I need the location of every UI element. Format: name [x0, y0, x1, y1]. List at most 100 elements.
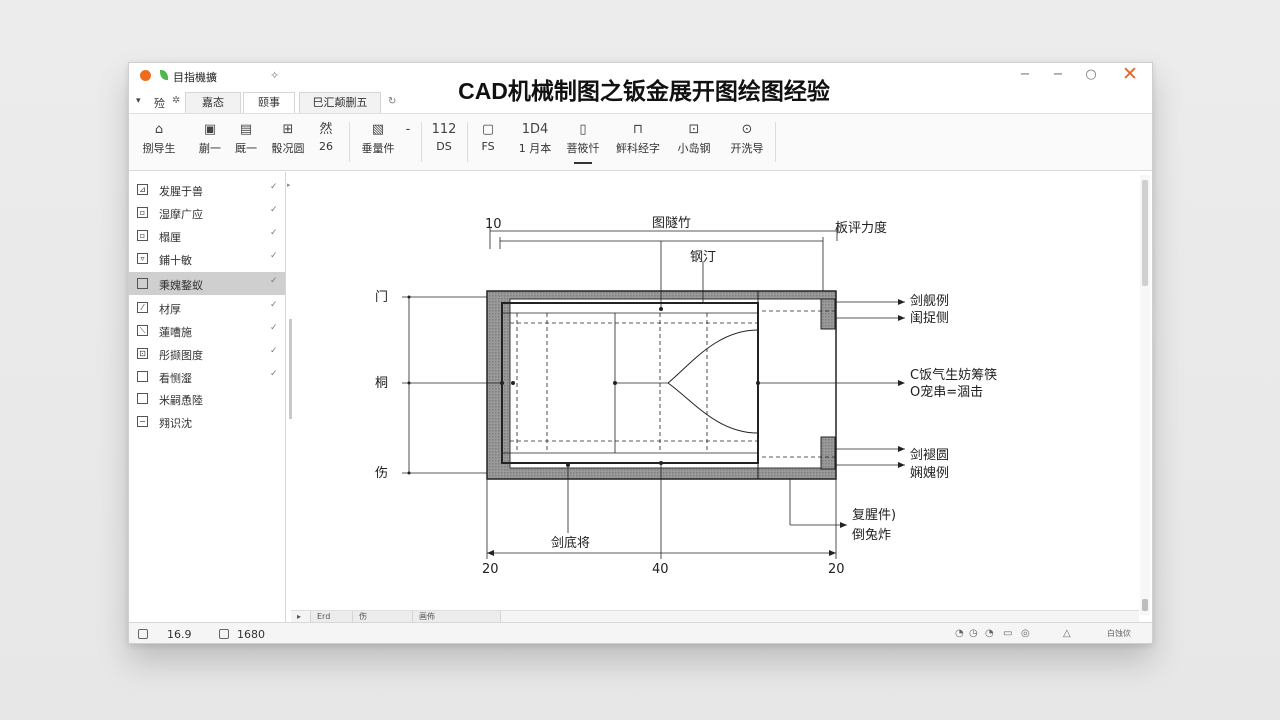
sidebar-item-label: 彤撷图度 — [159, 349, 203, 362]
ribbon-btn-1[interactable]: ▣蒯一 — [193, 121, 227, 156]
pin-icon[interactable]: ✧ — [270, 69, 280, 82]
sidebar-item-10[interactable]: −翙识沈 — [129, 410, 285, 433]
ribbon-btn-0[interactable]: ⌂捌导生 — [139, 121, 179, 156]
flange-bottom — [820, 436, 836, 470]
box-icon: ▫ — [137, 207, 148, 218]
box-icon: ▫ — [137, 230, 148, 241]
status-icon-1[interactable]: ◔ — [955, 628, 964, 639]
sidebar-item-3[interactable]: ▿鋪十敏✓ — [129, 247, 285, 270]
checkbox-icon — [137, 371, 148, 382]
label-top-center: 图隧竹 — [652, 215, 691, 231]
chevron-down-icon[interactable]: ✓ — [270, 346, 278, 356]
chevron-down-icon[interactable]: ✓ — [270, 228, 278, 238]
sidebar-item-label: 湿摩广应 — [159, 208, 203, 221]
tab-3[interactable]: 巳汇颠删五 — [299, 92, 381, 113]
close-button[interactable]: ✕ — [1122, 63, 1138, 85]
chevron-down-icon[interactable]: ✓ — [270, 369, 278, 379]
maximize-button[interactable]: ○ — [1085, 67, 1097, 82]
sidebar-item-label: 榻厘 — [159, 231, 181, 244]
ribbon-btn-8[interactable]: ▢FS — [475, 121, 501, 153]
status-icon-4[interactable]: ▭ — [1003, 628, 1013, 639]
grid-icon: ⊞ — [282, 122, 294, 137]
gear-icon[interactable]: ✲ — [172, 95, 181, 106]
ribbon-btn-11[interactable]: ⊓鲆科经字 — [613, 121, 663, 156]
flange-top — [820, 298, 836, 330]
sidebar-item-label: 秉媿鍪蚁 — [159, 279, 203, 292]
label-bottom: 剑底将 — [551, 535, 590, 551]
sheet-tab-1[interactable]: Erd — [311, 611, 353, 622]
tab-arrow-icon[interactable]: ▸ — [291, 611, 311, 622]
tool-icon: ⊡ — [688, 122, 700, 137]
sidebar-item-label: 材厚 — [159, 303, 181, 316]
sidebar-item-4[interactable]: 秉媿鍪蚁 ✓ — [129, 272, 285, 295]
drawing-canvas[interactable]: 10 图隧竹 板评力度 钢汀 门 桐 伤 剑舰例 闺捉侧 C饭气生妨筹筷 O宠串… — [297, 175, 1139, 615]
ribbon-btn-12[interactable]: ⊡小岛钢 — [673, 121, 715, 156]
ribbon-btn-13[interactable]: ⊙开洗导 — [725, 121, 769, 156]
ribbon-btn-2[interactable]: ▤厩一 — [229, 121, 263, 156]
sidebar-scrollbar[interactable] — [289, 319, 292, 419]
scroll-thumb-bottom[interactable] — [1142, 599, 1148, 611]
scroll-thumb[interactable] — [1142, 180, 1148, 286]
cloud-icon[interactable]: △ — [1063, 628, 1071, 639]
checkbox-icon — [137, 278, 148, 289]
chevron-down-icon[interactable]: ✓ — [270, 251, 278, 261]
status-icon-2[interactable]: ◷ — [969, 628, 978, 639]
sidebar-item-label: 米嗣恿陸 — [159, 394, 203, 407]
ribbon-label: FS — [481, 140, 495, 153]
dim-bottom-2: 40 — [652, 562, 669, 577]
label-right-5: 剑褪圆 — [910, 447, 949, 463]
app-window: 目指機擴 ✧ CAD机械制图之钣金展开图绘图经验 − − ○ ✕ ▾ 殓 ✲ 嘉… — [128, 62, 1153, 644]
refresh-icon[interactable]: ↻ — [388, 96, 397, 107]
sidebar-item-label: 看恻瀣 — [159, 372, 192, 385]
chevron-down-icon[interactable]: ▾ — [136, 96, 141, 106]
sidebar-item-5[interactable]: ⁄材厚✓ — [129, 296, 285, 319]
tab-2[interactable]: 颐事 — [243, 92, 295, 113]
status-icon-3[interactable]: ◔ — [985, 628, 994, 639]
cad-drawing: 10 图隧竹 板评力度 钢汀 门 桐 伤 剑舰例 闺捉侧 C饭气生妨筹筷 O宠串… — [375, 215, 997, 577]
sidebar-item-2[interactable]: ▫ 榻厘 ✓ — [129, 224, 285, 247]
restore-button[interactable]: − — [1052, 67, 1064, 82]
status-bar: 16.9 1680 ◔ ◷ ◔ ▭ ◎ △ 白蚀佽 — [129, 622, 1152, 643]
collapse-arrow-icon[interactable]: ▸ — [287, 181, 291, 189]
sidebar-item-6[interactable]: ⟍蓮嘈施✓ — [129, 319, 285, 342]
frame-icon: ⊡ — [137, 348, 148, 359]
sidebar-item-label: 翙识沈 — [159, 417, 192, 430]
tab-bar: ▾ 殓 ✲ 嘉态 颐事 巳汇颠删五 ↻ — [129, 91, 1152, 113]
image-icon[interactable] — [219, 629, 229, 639]
ribbon-btn-6[interactable]: - — [401, 121, 415, 140]
menu-button[interactable]: 殓 — [154, 97, 165, 110]
app-logo-icon — [140, 70, 151, 81]
sidebar-item-label: 发腥于兽 — [159, 185, 203, 198]
minimize-button[interactable]: − — [1019, 67, 1031, 82]
ribbon-btn-3[interactable]: ⊞骰况圆 — [267, 121, 309, 156]
chevron-down-icon[interactable]: ✓ — [270, 323, 278, 333]
sidebar-item-1[interactable]: ▫ 湿摩广应 ✓ — [129, 201, 285, 224]
sheet-tab-bar: ▸ Erd 伤 画佈 — [291, 610, 1139, 622]
ribbon-btn-10[interactable]: ▯菩筱忏 — [565, 121, 601, 156]
chevron-down-icon[interactable]: ✓ — [270, 205, 278, 215]
ribbon-divider — [421, 122, 422, 162]
chevron-down-icon[interactable]: ✓ — [270, 182, 278, 192]
sidebar-item-8[interactable]: 看恻瀣 ✓ — [129, 365, 285, 388]
target-icon: ⊙ — [741, 122, 753, 137]
sheet-tab-2[interactable]: 伤 — [353, 611, 413, 622]
chat-icon[interactable] — [138, 629, 148, 639]
sidebar-item-0[interactable]: ⊿发腥于兽✓ — [129, 178, 285, 201]
ribbon-label: 垂量件 — [361, 142, 395, 155]
status-icon-5[interactable]: ◎ — [1021, 628, 1030, 639]
chevron-down-icon[interactable]: ✓ — [270, 300, 278, 310]
frame-icon: ▣ — [203, 122, 217, 137]
chevron-down-icon[interactable]: ✓ — [270, 276, 278, 286]
sidebar-item-9[interactable]: 米嗣恿陸 — [129, 387, 285, 410]
page-icon: ▤ — [239, 122, 253, 137]
ribbon-btn-5[interactable]: ▧垂量件 — [357, 121, 399, 156]
minus-icon: − — [137, 416, 148, 427]
dim-bottom-1: 20 — [482, 562, 499, 577]
sheet-tab-3[interactable]: 画佈 — [413, 611, 501, 622]
tab-1[interactable]: 嘉态 — [185, 92, 241, 113]
sidebar-item-7[interactable]: ⊡ 彤撷图度 ✓ — [129, 342, 285, 365]
vertical-scrollbar[interactable] — [1140, 175, 1150, 615]
